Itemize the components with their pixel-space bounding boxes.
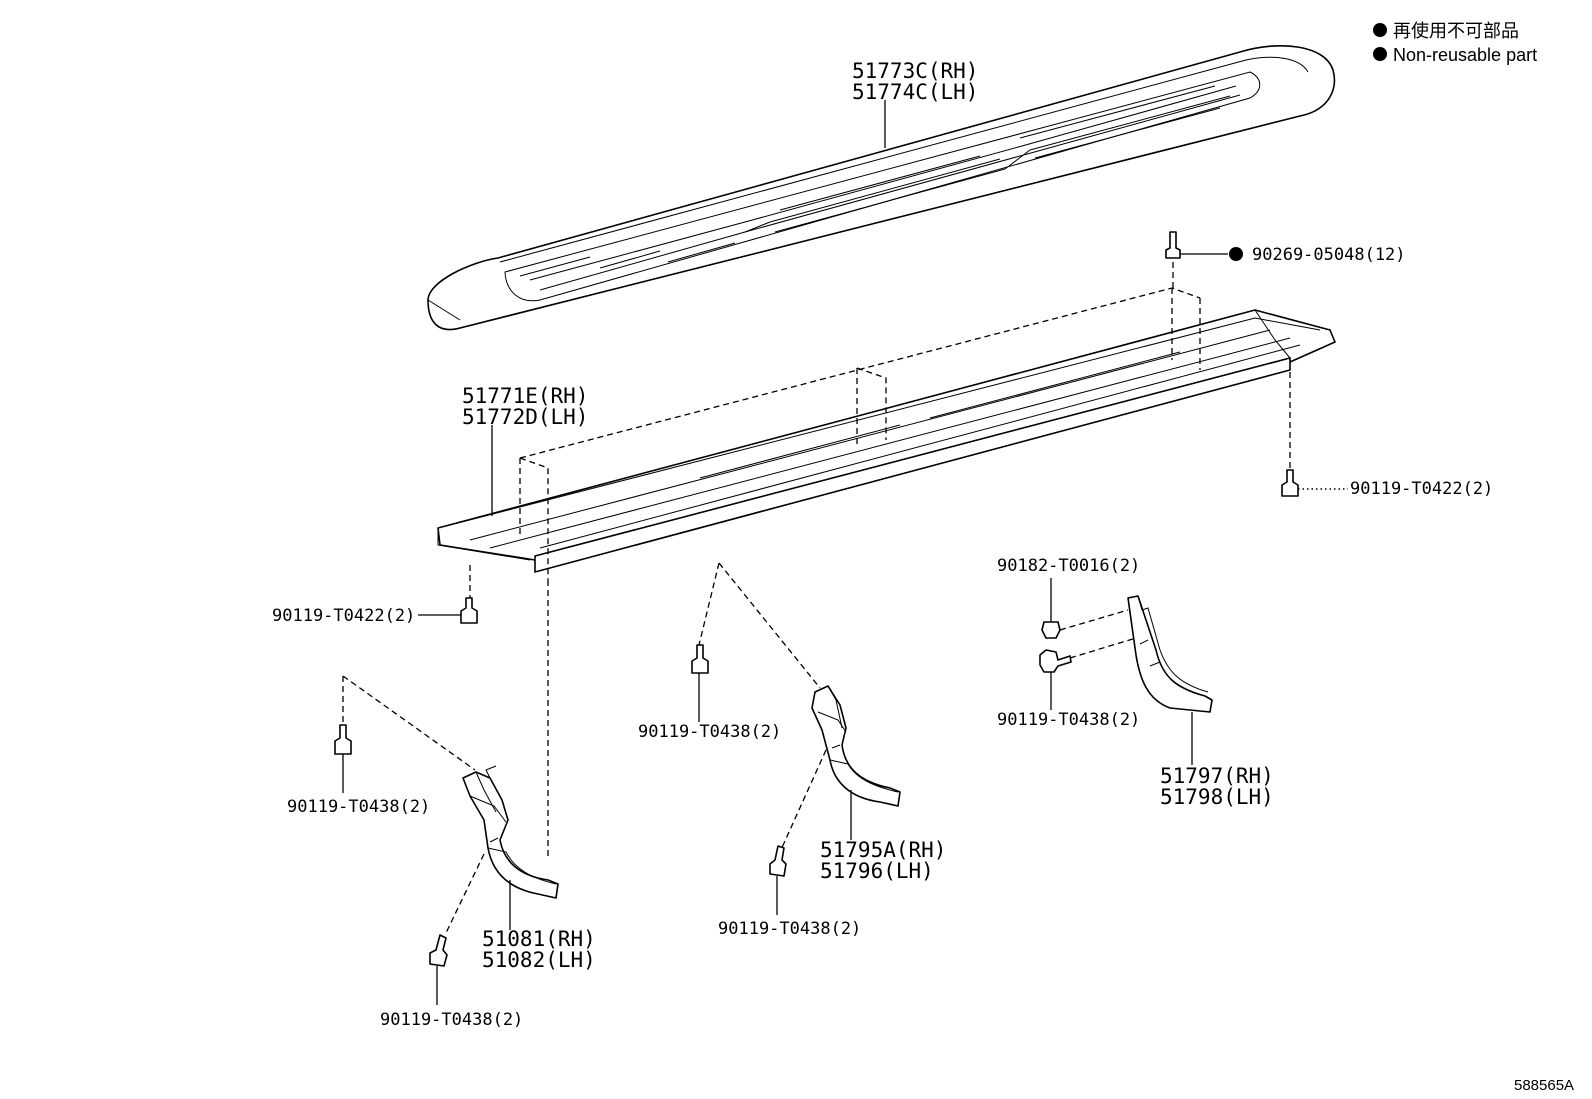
- label-step-cover-lh: 51774C(LH): [852, 80, 978, 104]
- nut-fastener[interactable]: [1041, 621, 1061, 639]
- label-bolt-right-end: 90119-T0422(2): [1350, 479, 1493, 499]
- label-nut: 90182-T0016(2): [997, 556, 1140, 576]
- label-step-cover-rh: 51773C(RH): [852, 59, 978, 83]
- bolt-left-end[interactable]: [460, 597, 478, 624]
- label-bolt-rear-bracket: 90119-T0438(2): [997, 710, 1140, 730]
- bolt-right-end[interactable]: [1281, 469, 1299, 497]
- label-clip: 90269-05048(12): [1252, 245, 1406, 265]
- clip-fastener[interactable]: [1165, 231, 1181, 259]
- label-bracket-rear-lh: 51798(LH): [1160, 785, 1274, 809]
- bracket-front[interactable]: [462, 765, 559, 899]
- label-bolt-center-top: 90119-T0438(2): [638, 722, 781, 742]
- legend: 再使用不可部品 Non-reusable part: [1373, 21, 1537, 65]
- label-bracket-center-lh: 51796(LH): [820, 859, 934, 883]
- bolt-center-top[interactable]: [691, 644, 709, 674]
- non-reusable-bullet-icon: [1373, 23, 1387, 37]
- legend-line-1: 再使用不可部品: [1393, 21, 1519, 41]
- label-bracket-center-rh: 51795A(RH): [820, 838, 946, 862]
- label-bracket-front-lh: 51082(LH): [482, 948, 596, 972]
- label-bracket-front-rh: 51081(RH): [482, 927, 596, 951]
- illustration-code: 588565A: [1514, 1077, 1574, 1094]
- label-step-frame-rh: 51771E(RH): [462, 384, 588, 408]
- label-bolt-left-end: 90119-T0422(2): [272, 606, 415, 626]
- label-bracket-rear-rh: 51797(RH): [1160, 764, 1274, 788]
- non-reusable-bullet-icon: [1229, 247, 1243, 261]
- label-bolt-center-bottom: 90119-T0438(2): [718, 919, 861, 939]
- label-bolt-front-top: 90119-T0438(2): [287, 797, 430, 817]
- bolt-front-bottom[interactable]: [429, 934, 448, 967]
- bracket-center[interactable]: [811, 685, 901, 807]
- step-cover[interactable]: [427, 44, 1336, 331]
- bolt-center-bottom[interactable]: [769, 845, 787, 877]
- label-step-frame-lh: 51772D(LH): [462, 405, 588, 429]
- bolt-rear-bracket[interactable]: [1039, 649, 1072, 673]
- bracket-rear[interactable]: [1127, 595, 1213, 713]
- bolt-front-top[interactable]: [334, 724, 352, 755]
- label-bolt-front-bottom: 90119-T0438(2): [380, 1010, 523, 1030]
- step-frame[interactable]: [437, 309, 1336, 573]
- legend-line-2: Non-reusable part: [1393, 45, 1537, 65]
- non-reusable-bullet-icon: [1373, 47, 1387, 61]
